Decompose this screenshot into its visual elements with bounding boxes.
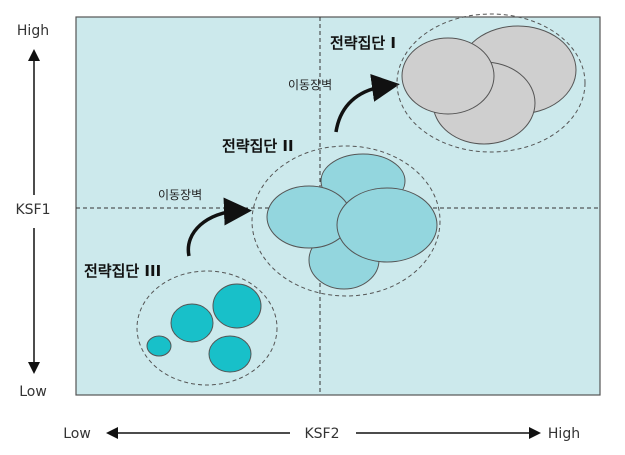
y-axis-title: KSF1	[15, 202, 50, 218]
group2-boundary	[251, 145, 441, 297]
group1-firm	[401, 37, 495, 115]
x-axis-high-label: High	[548, 426, 580, 442]
group2-firm	[336, 187, 438, 263]
upper-barrier-label: 이동장벽	[288, 78, 332, 92]
group1-label: 전략집단 I	[330, 34, 396, 52]
y-axis-high-label: High	[17, 23, 49, 39]
lower-barrier-label: 이동장벽	[158, 188, 202, 202]
upper-barrier-arrow	[334, 74, 400, 133]
group3-firm	[212, 283, 262, 329]
group3-label: 전략집단 III	[84, 262, 161, 280]
group3-firm	[208, 335, 252, 373]
group2-label: 전략집단 II	[222, 137, 294, 155]
x-axis-title: KSF2	[304, 426, 339, 442]
lower-barrier-arrow	[186, 197, 252, 257]
y-axis-low-label: Low	[19, 384, 47, 400]
x-axis-low-label: Low	[63, 426, 91, 442]
group3-boundary	[136, 270, 278, 386]
group3-firm	[170, 303, 214, 343]
group1-boundary	[396, 13, 586, 153]
group3-firm	[146, 335, 172, 357]
